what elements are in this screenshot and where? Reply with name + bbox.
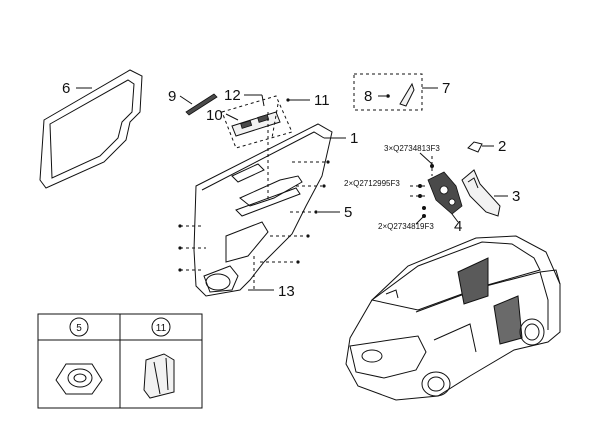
part-1-door-trim [193, 123, 333, 297]
part-3-bracket [461, 169, 501, 217]
part-6-glass-panel [39, 69, 143, 189]
part-8-cover [386, 82, 415, 107]
part-10-switch-panel [231, 111, 281, 137]
part-7-box [353, 73, 423, 111]
legend-clip-5-icon [55, 363, 103, 395]
legend-clip-11-icon [143, 353, 175, 399]
legend-label-5: 5 [76, 323, 82, 334]
vehicle-door-trim-highlight [493, 295, 523, 345]
callout-6: 6 [62, 80, 70, 97]
callout-3: 3 [512, 188, 520, 205]
legend-label-11: 11 [156, 323, 167, 334]
leader-10 [225, 113, 239, 121]
leader-12b [261, 94, 265, 107]
callout-7: 7 [442, 80, 450, 97]
callout-11: 11 [314, 92, 330, 109]
callout-9: 9 [168, 88, 176, 105]
leader-4 [451, 213, 459, 223]
leader-9 [179, 95, 193, 105]
leader-code-c [415, 215, 425, 225]
part-2-cap [467, 141, 483, 153]
callout-8: 8 [364, 88, 372, 105]
screw-group-a [430, 156, 434, 176]
part-code-a: 3×Q2734813F3 [384, 144, 440, 153]
callout-2: 2 [498, 138, 506, 155]
fastener-legend [37, 313, 203, 409]
switch-group-box [221, 95, 293, 149]
vehicle-door-glass-highlight [457, 257, 489, 305]
part-code-b: 2×Q2712995F3 [344, 179, 400, 188]
leader-code-a [419, 152, 433, 165]
callout-5: 5 [344, 204, 352, 221]
callout-13: 13 [278, 283, 295, 300]
part-4-regulator [427, 171, 463, 215]
callout-10: 10 [206, 107, 223, 124]
vehicle-illustration [345, 235, 561, 401]
callout-1: 1 [350, 130, 358, 147]
part-code-c: 2×Q2734819F3 [378, 222, 434, 231]
clip-group-5 [178, 160, 330, 272]
callout-4: 4 [454, 218, 462, 235]
callout-12: 12 [224, 87, 241, 104]
part-9-strip [185, 93, 218, 116]
screw-group-b [410, 184, 428, 198]
clip-11-dot [286, 98, 290, 102]
